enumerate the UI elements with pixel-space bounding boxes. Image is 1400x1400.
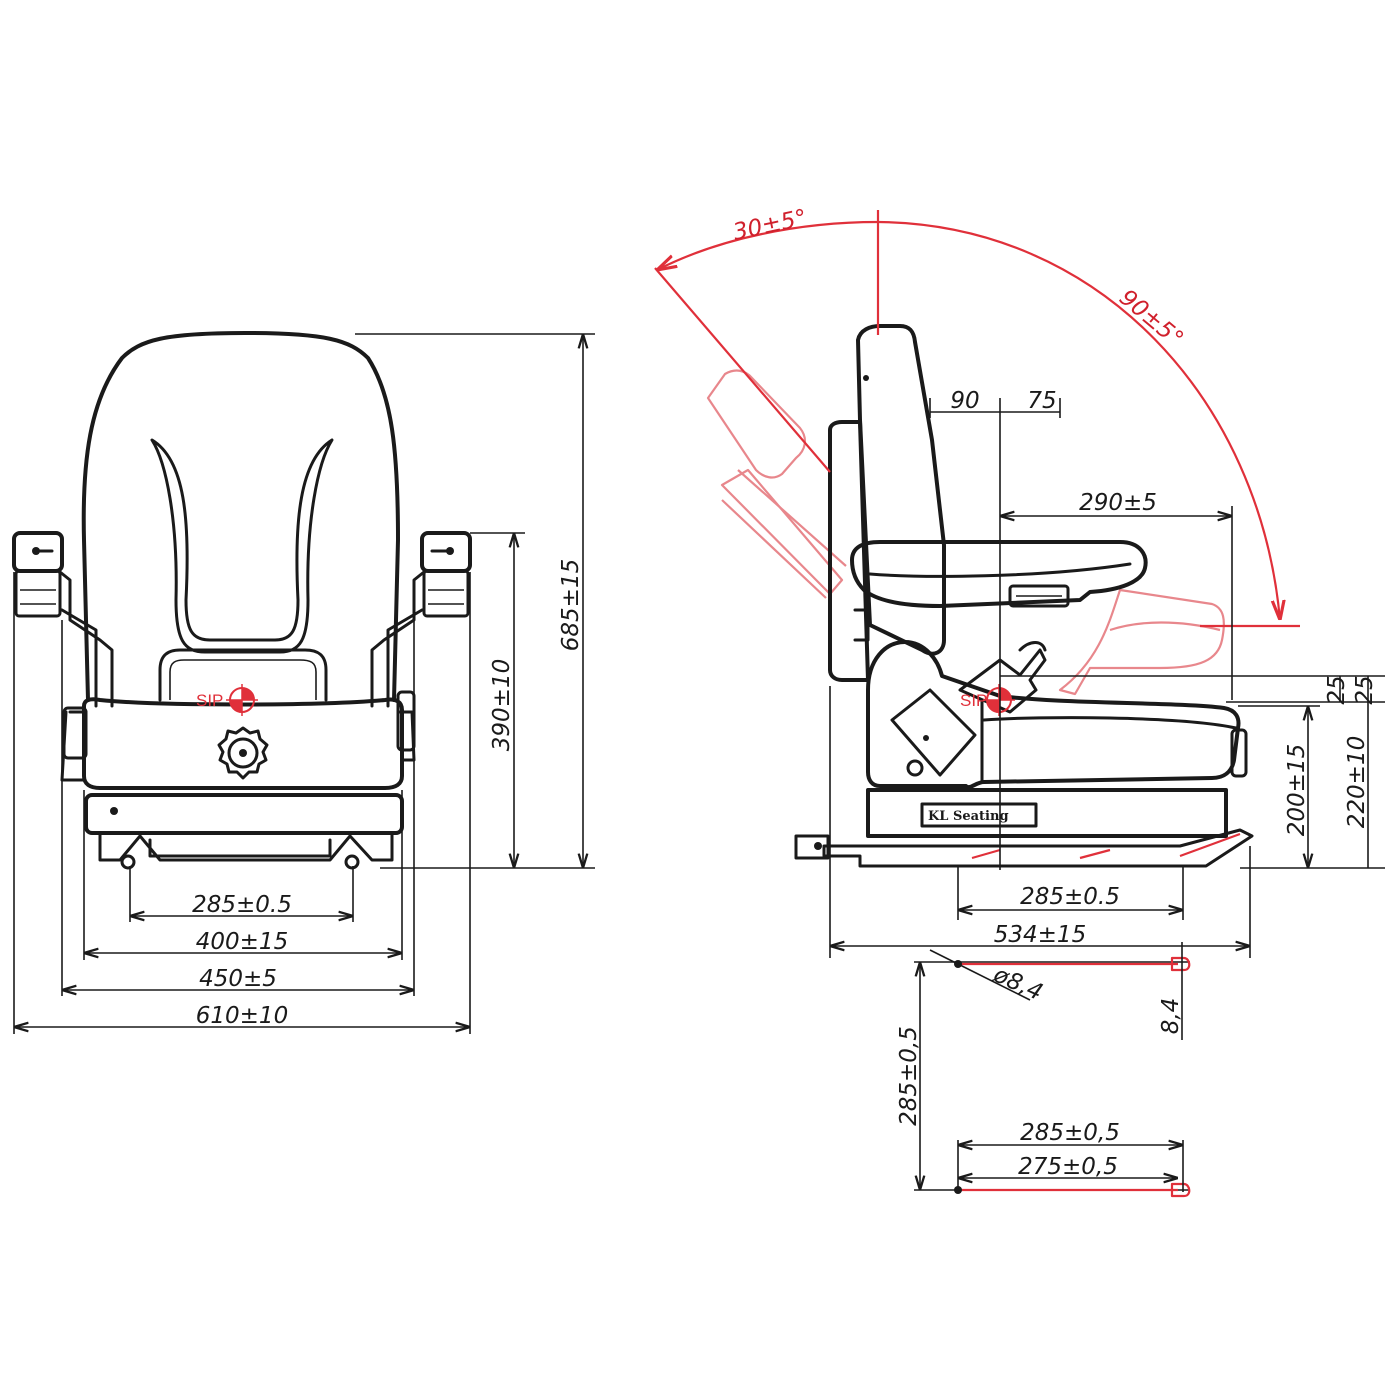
front-suspension-base — [84, 793, 404, 835]
front-sip-marker: SIP — [196, 684, 258, 716]
mount-pattern: 285±0,5 ø8,4 8,4 285±0,5 275±0,5 — [896, 942, 1191, 1198]
side-sip-label: SIP — [960, 691, 987, 710]
height-25-a: 25 — [1324, 675, 1350, 704]
offset-90: 90 — [950, 388, 979, 414]
height-seat-total: 220±10 — [1344, 736, 1370, 828]
side-brand-label: KL Seating — [928, 809, 1009, 824]
front-width-overall: 610±10 — [196, 1003, 288, 1029]
side-depth-overall: 534±15 — [994, 922, 1086, 948]
side-sip-marker: SIP — [960, 684, 1015, 716]
mount-hole-diameter: ø8,4 — [989, 961, 1047, 1006]
side-armrest — [850, 540, 1148, 608]
front-width-mount: 285±0.5 — [192, 892, 292, 918]
side-seatbelt-icon — [890, 641, 1047, 777]
front-left-armrest — [12, 531, 114, 708]
arc-fold — [657, 220, 879, 270]
front-seat-cushion — [82, 697, 404, 790]
mount-slot-top-right — [1170, 956, 1191, 972]
armrest-length: 290±5 — [1079, 490, 1157, 516]
front-width-cushion: 400±15 — [196, 929, 288, 955]
side-rails — [822, 828, 1254, 868]
side-mount-spacing: 285±0.5 — [1020, 884, 1120, 910]
mount-spacing-outer: 285±0,5 — [1020, 1120, 1120, 1146]
mount-slot-bottom-right — [1170, 1182, 1191, 1198]
side-view: SIP KL Seating 30±5° 90±5° 90 75 — [655, 205, 1385, 958]
front-right-armrest — [370, 531, 472, 708]
front-backrest — [81, 331, 400, 702]
mount-spacing-inner: 275±0,5 — [1018, 1154, 1118, 1180]
height-25-b: 25 — [1352, 675, 1378, 704]
front-height-armrest: 390±10 — [489, 659, 515, 751]
angle-fold: 30±5° — [731, 205, 809, 246]
offset-75: 75 — [1027, 388, 1056, 414]
angle-recline: 90±5° — [1114, 285, 1188, 353]
front-height-overall: 685±15 — [558, 559, 584, 651]
front-backrest-bolster — [150, 438, 334, 654]
mount-length: 285±0,5 — [896, 1026, 922, 1126]
height-seat: 200±15 — [1284, 744, 1310, 836]
front-sip-label: SIP — [196, 691, 223, 710]
front-lumbar-panel — [158, 648, 328, 702]
side-seat-frame — [866, 640, 1241, 790]
front-width-inner: 450±5 — [199, 966, 277, 992]
front-adjust-knob-icon — [217, 726, 269, 780]
mount-slot-width: 8,4 — [1158, 998, 1184, 1035]
arc-recline — [877, 220, 1280, 620]
front-view: SIP 685±15 390±10 285±0.5 400±15 450±5 — [12, 331, 595, 1034]
side-suspension-base — [866, 788, 1228, 838]
